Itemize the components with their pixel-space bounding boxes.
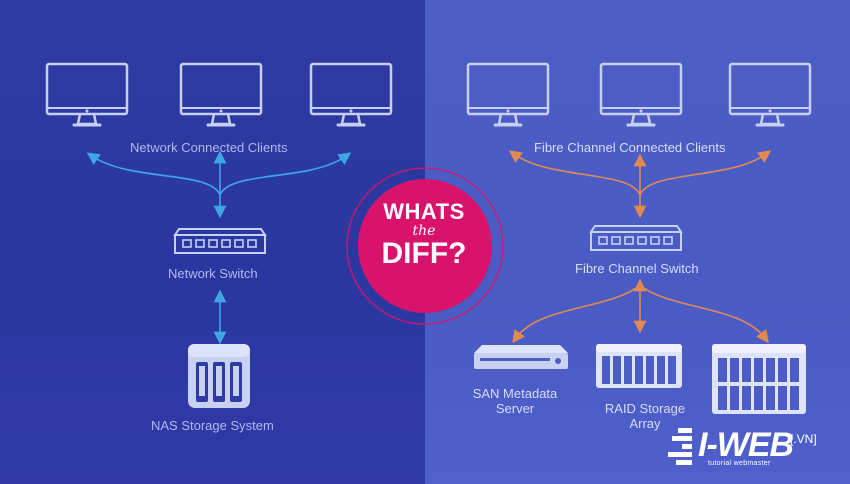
monitor-icon [466,62,550,127]
watermark-name: I-WEB [698,426,794,464]
monitor-icon [309,62,393,127]
fc-clients-label: Fibre Channel Connected Clients [534,140,726,155]
fc-switch-icon [590,225,682,251]
monitor-icon [179,62,263,127]
whats-the-diff-badge [346,167,504,325]
network-switch-icon [174,228,266,254]
fc-switch-label: Fibre Channel Switch [575,261,699,276]
diff-title-the: the [412,223,436,239]
monitor-icon [45,62,129,127]
raid-array-label-line1: RAID Storage [604,401,686,416]
watermark-tld: [.VN] [790,432,817,446]
monitor-icon [728,62,812,127]
raid-array-label: RAID Storage Array [598,401,692,431]
raid-array-label-line2: Array [629,416,661,431]
rack-server-icon [474,345,568,369]
san-server-label-line2: Server [495,401,535,416]
raid-array-icon [596,344,682,388]
raid-array-icon [712,344,806,414]
watermark-tagline: tutorial webmaster [708,460,771,467]
monitor-icon [599,62,683,127]
nas-client-links [86,150,352,345]
nas-storage-label: NAS Storage System [151,418,274,433]
iweb-logo-mark [668,428,692,465]
diff-title: WHATS the DIFF? [362,200,486,270]
watermark: I-WEB [.VN] tutorial webmaster [668,426,838,472]
network-switch-label: Network Switch [168,266,258,281]
san-server-label: SAN Metadata Server [466,386,564,416]
nas-icon [188,344,250,408]
diff-title-diff: DIFF? [381,237,467,270]
san-server-label-line1: SAN Metadata [472,386,558,401]
nas-clients-label: Network Connected Clients [130,140,288,155]
diff-title-whats: WHATS [383,199,465,224]
san-client-links [508,150,772,344]
